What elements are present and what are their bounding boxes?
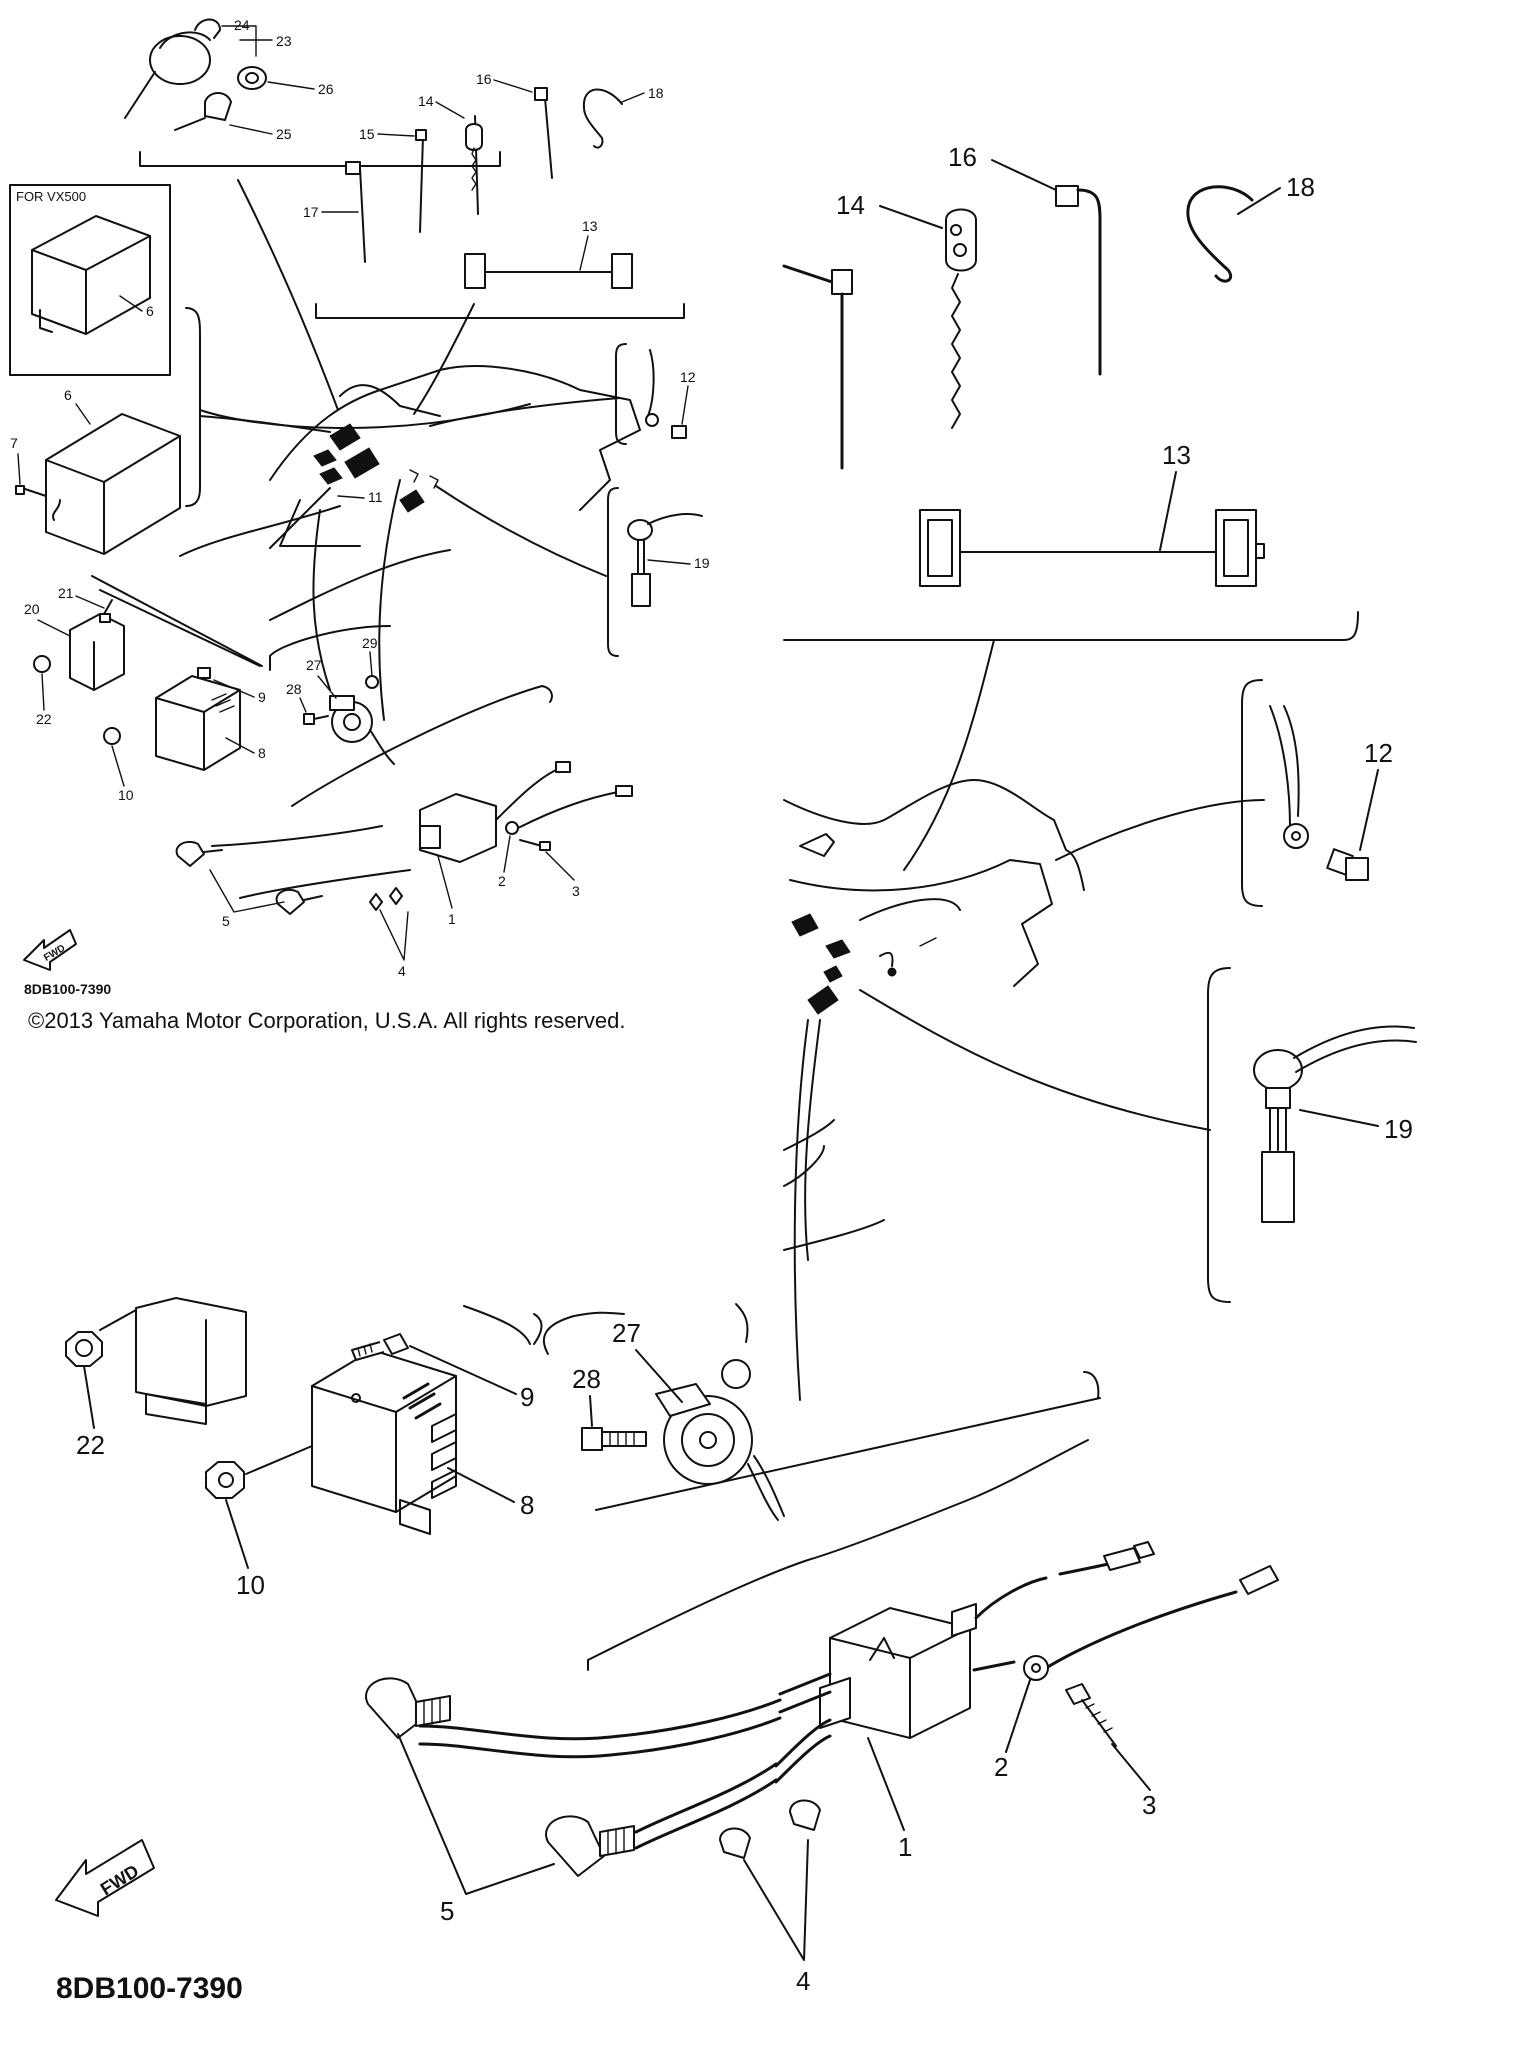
stop-switch-assembly: [124, 18, 501, 167]
for-vx500-box: [9, 184, 171, 376]
detail-callout-1: 1: [898, 1832, 912, 1862]
callout-4: 4: [398, 963, 406, 979]
diagram-code-small: 8DB100-7390: [24, 981, 111, 997]
detail-callout-27: 27: [612, 1318, 641, 1348]
pickup-coil-27: [269, 625, 395, 765]
callout-10: 10: [118, 787, 134, 803]
callout-13: 13: [582, 218, 598, 234]
detail-callout-9: 9: [520, 1382, 534, 1412]
callout-22: 22: [36, 711, 52, 727]
callout-28: 28: [286, 681, 302, 697]
callout-20: 20: [24, 601, 40, 617]
diagram-code-large: 8DB100-7390: [56, 1972, 243, 2005]
hull-outline: [179, 365, 641, 621]
callout-29: 29: [362, 635, 378, 651]
detail-callout-8: 8: [520, 1490, 534, 1520]
detail-callout-4: 4: [796, 1966, 810, 1996]
callout-7: 7: [10, 435, 18, 451]
callout-18: 18: [648, 85, 664, 101]
fwd-arrow-small: FWD: [23, 929, 77, 971]
overview-diagram: 24 23 26 25 16 18 14 15: [9, 17, 710, 997]
detail-callout-19: 19: [1384, 1114, 1413, 1144]
detail-diagram-lower: 22 8 9 10: [55, 1019, 1279, 2005]
copyright-notice: ©2013 Yamaha Motor Corporation, U.S.A. A…: [28, 1008, 626, 1033]
detail-callout-10: 10: [236, 1570, 265, 1600]
leader-switch: [237, 179, 339, 411]
fwd-arrow-large: FWD: [55, 1839, 155, 1917]
callout-24: 24: [234, 17, 250, 33]
callout-5: 5: [222, 913, 230, 929]
rectifier-20: [33, 599, 125, 691]
callout-3: 3: [572, 883, 580, 899]
cdi-unit: [15, 413, 181, 555]
detail-diagram-upper: 14 16 18 13: [782, 142, 1359, 871]
detail-callout-2: 2: [994, 1752, 1008, 1782]
detail-callout-13: 13: [1162, 440, 1191, 470]
detail-callout-28: 28: [572, 1364, 601, 1394]
callout-19: 19: [694, 555, 710, 571]
callout-8: 8: [258, 745, 266, 761]
callout-21: 21: [58, 585, 74, 601]
leader-bands: [413, 303, 475, 415]
callout-16: 16: [476, 71, 492, 87]
detail-callout-16: 16: [948, 142, 977, 172]
for-vx500-label: FOR VX500: [16, 189, 86, 204]
clamps-bands-small: [315, 87, 685, 319]
callout-14: 14: [418, 93, 434, 109]
callout-1: 1: [448, 911, 456, 927]
detail-callout-3: 3: [1142, 1790, 1156, 1820]
callout-6: 6: [64, 387, 72, 403]
rectifier-regulator-8: [103, 667, 241, 771]
callout-12: 12: [680, 369, 696, 385]
cdi-unit-vx500: [31, 215, 151, 335]
detail-callout-22: 22: [76, 1430, 105, 1460]
callout-27: 27: [306, 657, 322, 673]
ground-lead-12: [615, 343, 687, 445]
callout-26: 26: [318, 81, 334, 97]
callout-2: 2: [498, 873, 506, 889]
callout-15: 15: [359, 126, 375, 142]
sensor-19: [607, 487, 703, 657]
callout-23: 23: [276, 33, 292, 49]
detail-diagram-middle: 12 19: [783, 679, 1417, 1303]
callout-17: 17: [303, 204, 319, 220]
callout-11: 11: [368, 489, 383, 505]
callout-6-vx500: 6: [146, 303, 154, 319]
ignition-coil-small: [175, 685, 633, 915]
callout-9: 9: [258, 689, 266, 705]
detail-callout-5: 5: [440, 1896, 454, 1926]
detail-callout-12: 12: [1364, 738, 1393, 768]
detail-callout-18: 18: [1286, 172, 1315, 202]
detail-callout-14: 14: [836, 190, 865, 220]
callout-25: 25: [276, 126, 292, 142]
